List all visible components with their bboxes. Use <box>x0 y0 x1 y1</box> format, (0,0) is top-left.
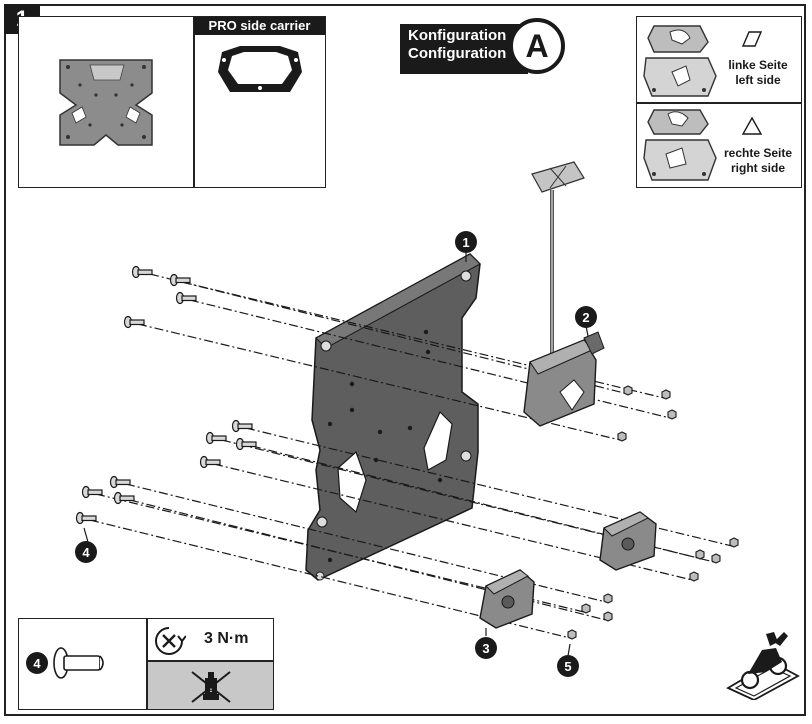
overview-divider <box>193 16 195 188</box>
screws <box>75 265 257 525</box>
right-side-label-en: right side <box>730 161 785 175</box>
legend-divider-vertical <box>146 618 148 710</box>
right-side-bracket-illustration <box>643 109 717 181</box>
bolt-icon <box>53 647 104 679</box>
left-side-label: linke Seite left side <box>718 58 798 88</box>
mounting-plate <box>305 253 481 581</box>
callout-3: 3 <box>475 637 497 659</box>
lock-bracket-top <box>523 331 605 427</box>
configuration-title-de: Konfiguration <box>408 27 507 44</box>
callout-5: 5 <box>557 655 579 677</box>
torque-value: 3 N·m <box>204 630 249 647</box>
lock-bracket-bottom <box>479 569 535 629</box>
right-side-label-de: rechte Seite <box>723 146 793 160</box>
parallelogram-icon <box>741 31 763 47</box>
nuts <box>567 385 739 640</box>
callout-2: 2 <box>575 306 597 328</box>
callout-4: 4 <box>75 541 97 563</box>
right-side-label: rechte Seite right side <box>718 146 798 176</box>
pro-side-carrier-label: PRO side carrier <box>194 17 325 35</box>
configuration-title-en: Configuration <box>408 45 507 62</box>
overview-plate-thumbnail <box>59 59 153 146</box>
callout-1: 1 <box>455 231 477 253</box>
legend-part-number: 4 <box>26 652 48 674</box>
configuration-letter-circle: A <box>509 18 565 74</box>
left-side-bracket-illustration <box>643 25 717 97</box>
left-side-label-de: linke Seite <box>728 58 788 72</box>
side-selection-divider <box>636 102 802 104</box>
torque-wrench-icon <box>155 627 186 655</box>
page-frame <box>4 4 806 716</box>
no-threadlocker-icon: ! <box>191 671 231 703</box>
pro-side-carrier-ring-icon <box>218 46 302 92</box>
t-handle-key <box>531 161 585 368</box>
configuration-title: Konfiguration Configuration <box>400 24 528 74</box>
svg-text:!: ! <box>210 684 213 694</box>
lock-bracket-middle <box>599 511 657 571</box>
motorcycle-side-view-icon <box>726 632 800 700</box>
overview-box <box>18 16 326 188</box>
triangle-icon <box>741 116 763 135</box>
left-side-label-en: left side <box>735 73 781 87</box>
legend-divider-horizontal <box>146 660 274 662</box>
